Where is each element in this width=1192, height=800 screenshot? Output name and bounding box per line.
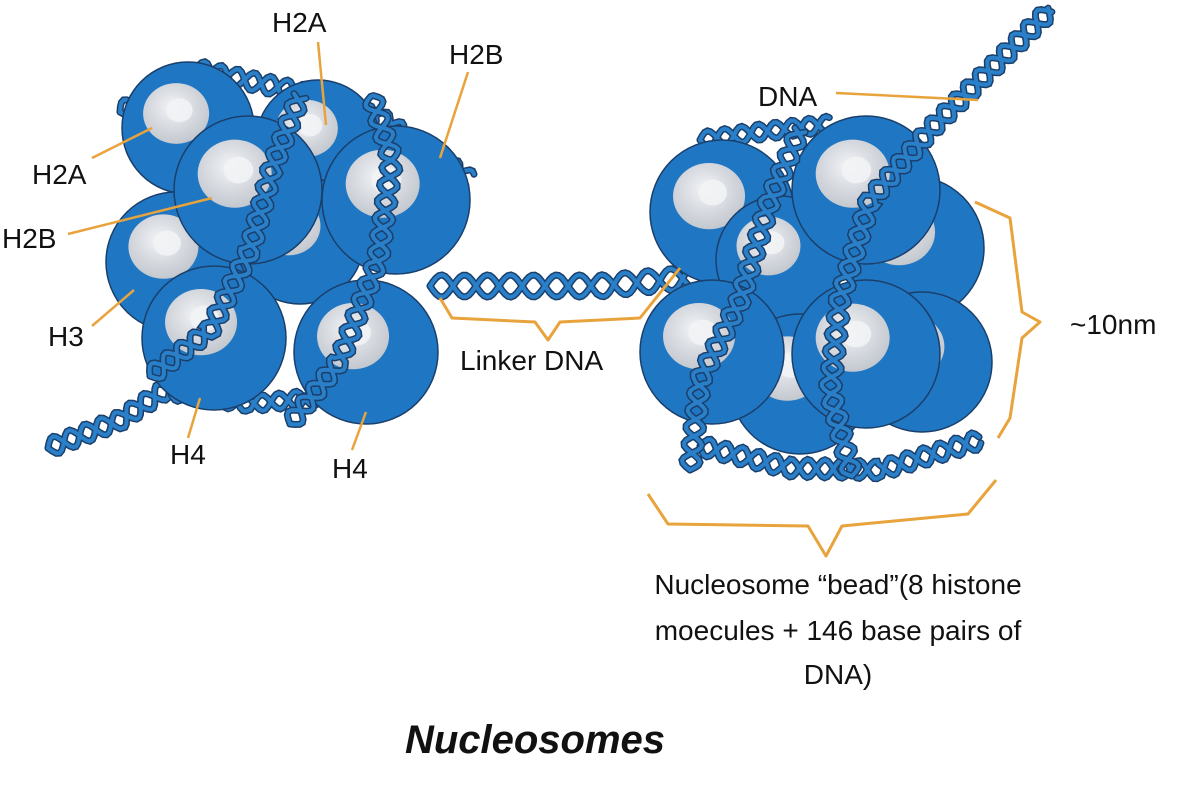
leader-h2a-top (316, 41, 328, 126)
figure-title: Nucleosomes (405, 718, 665, 762)
dna-linker (426, 265, 695, 301)
bead-brace (646, 479, 998, 558)
linker-brace (438, 267, 682, 342)
label-dna: DNA (758, 81, 817, 112)
label-h4-right: H4 (332, 453, 368, 484)
label-h2a-left: H2A (32, 159, 87, 190)
label-size: ~10nm (1070, 309, 1156, 340)
dna-left-tail (44, 380, 173, 457)
leader-h4-right (350, 411, 368, 451)
label-leaders (67, 41, 1042, 558)
histone-right-front-3 (791, 279, 941, 429)
leader-dna (835, 91, 979, 102)
leader-h2b-top (438, 71, 470, 159)
dna-left-front-2 (283, 92, 404, 429)
label-h4-left: H4 (170, 439, 206, 470)
leader-h2a-left (91, 126, 153, 160)
label-h2b-left: H2B (2, 223, 56, 254)
size-brace (974, 200, 1042, 439)
label-bead-line-2: moecules + 146 base pairs of (655, 615, 1022, 646)
dna-right-front-1 (678, 124, 809, 474)
label-bead-line-3: DNA) (804, 659, 872, 690)
label-linker-dna: Linker DNA (460, 345, 603, 376)
leader-h2b-left (67, 196, 213, 236)
leader-h4-left (186, 397, 202, 439)
label-bead-line-1: Nucleosome “bead”(8 histone (654, 569, 1021, 600)
dna-right-front-2 (818, 4, 1056, 480)
text-labels: H2A H2B H2A H2B H3 H4 H4 DNA Linker DNA … (2, 7, 1156, 762)
label-h2a-top: H2A (272, 7, 327, 38)
label-h2b-top: H2B (449, 39, 503, 70)
left-nucleosome (105, 61, 471, 425)
dna-left-front-1 (145, 90, 310, 383)
label-h3: H3 (48, 321, 84, 352)
dna-front-layer (145, 4, 1056, 480)
leader-h3 (91, 289, 135, 327)
